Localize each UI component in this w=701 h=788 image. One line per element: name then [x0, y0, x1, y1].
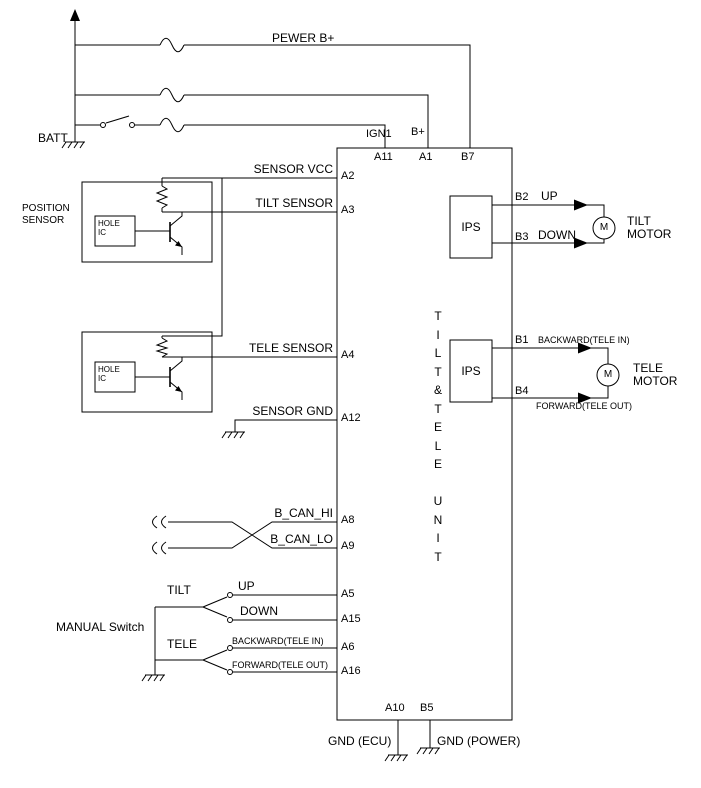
ground-icon	[416, 747, 440, 755]
motor-letter: M	[599, 222, 609, 233]
tilt-motor-label: TILT MOTOR	[627, 214, 672, 241]
pin-a2: A2	[341, 170, 355, 182]
ground-icon	[384, 754, 408, 762]
pin-b1: B1	[515, 334, 529, 346]
ips-label: IPS	[461, 364, 481, 378]
bottom-ground-wires	[397, 720, 431, 755]
resistor-icon	[155, 337, 169, 358]
pin-a1: A1	[419, 151, 433, 163]
pin-a15: A15	[341, 613, 361, 625]
label-backward-left: BACKWARD(TELE IN)	[232, 636, 324, 646]
fuse-icon	[159, 117, 185, 133]
arrow-right-icon	[574, 199, 588, 211]
battery-switch-icon	[100, 115, 135, 128]
pin-a9: A9	[341, 540, 355, 552]
label-down-left: DOWN	[240, 604, 278, 618]
label-gnd-ecu: GND (ECU)	[328, 734, 392, 748]
label-backward-right: BACKWARD(TELE IN)	[538, 335, 630, 345]
label-forward-left: FORWARD(TELE OUT)	[232, 660, 328, 670]
hole-ic-label: HOLE IC	[98, 219, 120, 237]
ground-icon	[141, 674, 165, 682]
label-down-right: DOWN	[538, 228, 576, 242]
motor-icon	[596, 363, 620, 387]
ips-label: IPS	[461, 220, 481, 234]
pin-b7: B7	[461, 151, 475, 163]
hole-ic-label: HOLE IC	[98, 365, 120, 383]
tele-motor-wires	[492, 342, 620, 404]
ground-icon	[61, 141, 85, 149]
pin-b2: B2	[515, 191, 529, 203]
arrow-right-icon	[578, 392, 592, 404]
batt-label: BATT	[38, 131, 68, 145]
label-b-can-lo: B_CAN_LO	[270, 532, 333, 546]
label-up-right: UP	[541, 189, 558, 203]
tilt-motor-wires	[492, 199, 616, 249]
resistor-icon	[155, 185, 169, 209]
label-forward-right: FORWARD(TELE OUT)	[536, 401, 632, 411]
label-tilt-switch: TILT	[167, 583, 191, 597]
label-gnd-power: GND (POWER)	[437, 734, 521, 748]
manual-switch-icons	[154, 592, 337, 675]
arrow-right-icon	[574, 237, 588, 249]
label-up-left: UP	[238, 579, 255, 593]
ips-box	[449, 195, 493, 259]
unit-outline	[336, 147, 513, 721]
manual-switch-label: MANUAL Switch	[56, 620, 145, 634]
ground-icon	[221, 431, 245, 439]
pin-a12: A12	[341, 412, 361, 424]
motor-icon	[592, 216, 616, 240]
label-tilt-sensor: TILT SENSOR	[255, 196, 333, 210]
pin-a4: A4	[341, 349, 355, 361]
motor-letter: M	[603, 369, 613, 380]
pin-a10: A10	[385, 702, 405, 714]
pin-a16: A16	[341, 665, 361, 677]
label-tele-sensor: TELE SENSOR	[248, 341, 333, 355]
can-wires	[168, 521, 337, 549]
pin-label-ign1: IGN1	[366, 128, 392, 140]
twisted-pair-icon	[152, 515, 167, 555]
position-sensor-label: POSITION SENSOR	[22, 203, 70, 226]
position-sensor-box-2	[81, 331, 213, 413]
label-tele-switch: TELE	[167, 637, 198, 651]
ips-box	[449, 339, 493, 403]
pin-a5: A5	[341, 588, 355, 600]
pin-b5: B5	[420, 702, 434, 714]
transistor-icon	[135, 212, 183, 255]
power-wires	[70, 9, 471, 148]
pin-a3: A3	[341, 204, 355, 216]
pin-a8: A8	[341, 514, 355, 526]
label-sensor-gnd: SENSOR GND	[252, 404, 333, 418]
sensor-gnd-wire	[234, 419, 337, 432]
arrow-up-icon	[70, 9, 80, 21]
fuse-icon	[159, 37, 185, 53]
pin-label-bplus: B+	[411, 126, 425, 138]
pin-b4: B4	[515, 385, 529, 397]
pin-a6: A6	[341, 641, 355, 653]
pin-a11: A11	[374, 151, 393, 163]
label-sensor-vcc: SENSOR VCC	[253, 162, 333, 176]
position-sensor-box-1	[81, 181, 213, 263]
transistor-icon	[135, 357, 183, 400]
label-b-can-hi: B_CAN_HI	[274, 506, 333, 520]
unit-name: T I L T & T E L E U N I T	[433, 309, 443, 564]
arrow-right-icon	[578, 342, 592, 354]
pin-b3: B3	[515, 231, 529, 243]
power-label: PEWER B+	[272, 31, 335, 45]
fuse-icon	[159, 87, 185, 103]
tele-motor-label: TELE MOTOR	[633, 361, 678, 388]
